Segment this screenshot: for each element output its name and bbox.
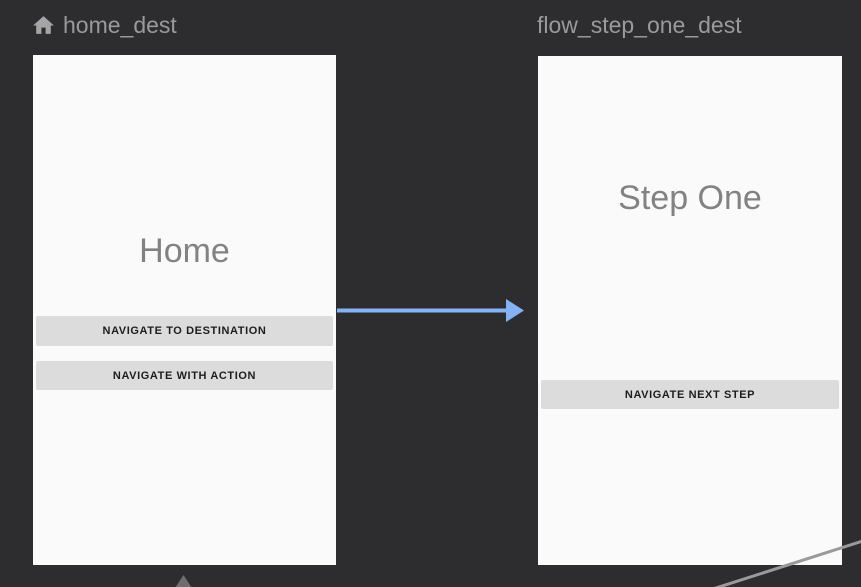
destination-header-home[interactable]: home_dest xyxy=(31,10,177,40)
preview-button-navigate-with-action: NAVIGATE WITH ACTION xyxy=(36,361,333,390)
destination-label-step-one: flow_step_one_dest xyxy=(537,12,742,38)
action-arrowhead-icon[interactable] xyxy=(506,299,524,322)
action-arrow-home-to-step-one[interactable] xyxy=(337,299,524,322)
preview-button-navigate-next-step: NAVIGATE NEXT STEP xyxy=(541,380,839,409)
destination-label-home: home_dest xyxy=(63,12,177,38)
destination-card-step-one[interactable]: Step One NAVIGATE NEXT STEP xyxy=(538,56,842,565)
incoming-arrowhead-icon[interactable] xyxy=(175,575,192,587)
screen-title-step-one: Step One xyxy=(618,179,762,217)
destination-card-home[interactable]: Home NAVIGATE TO DESTINATION NAVIGATE WI… xyxy=(33,55,336,565)
screen-title-home: Home xyxy=(139,232,230,270)
destination-header-step-one[interactable]: flow_step_one_dest xyxy=(537,10,742,40)
start-destination-home-icon xyxy=(31,13,56,38)
preview-button-navigate-to-destination: NAVIGATE TO DESTINATION xyxy=(36,316,333,346)
